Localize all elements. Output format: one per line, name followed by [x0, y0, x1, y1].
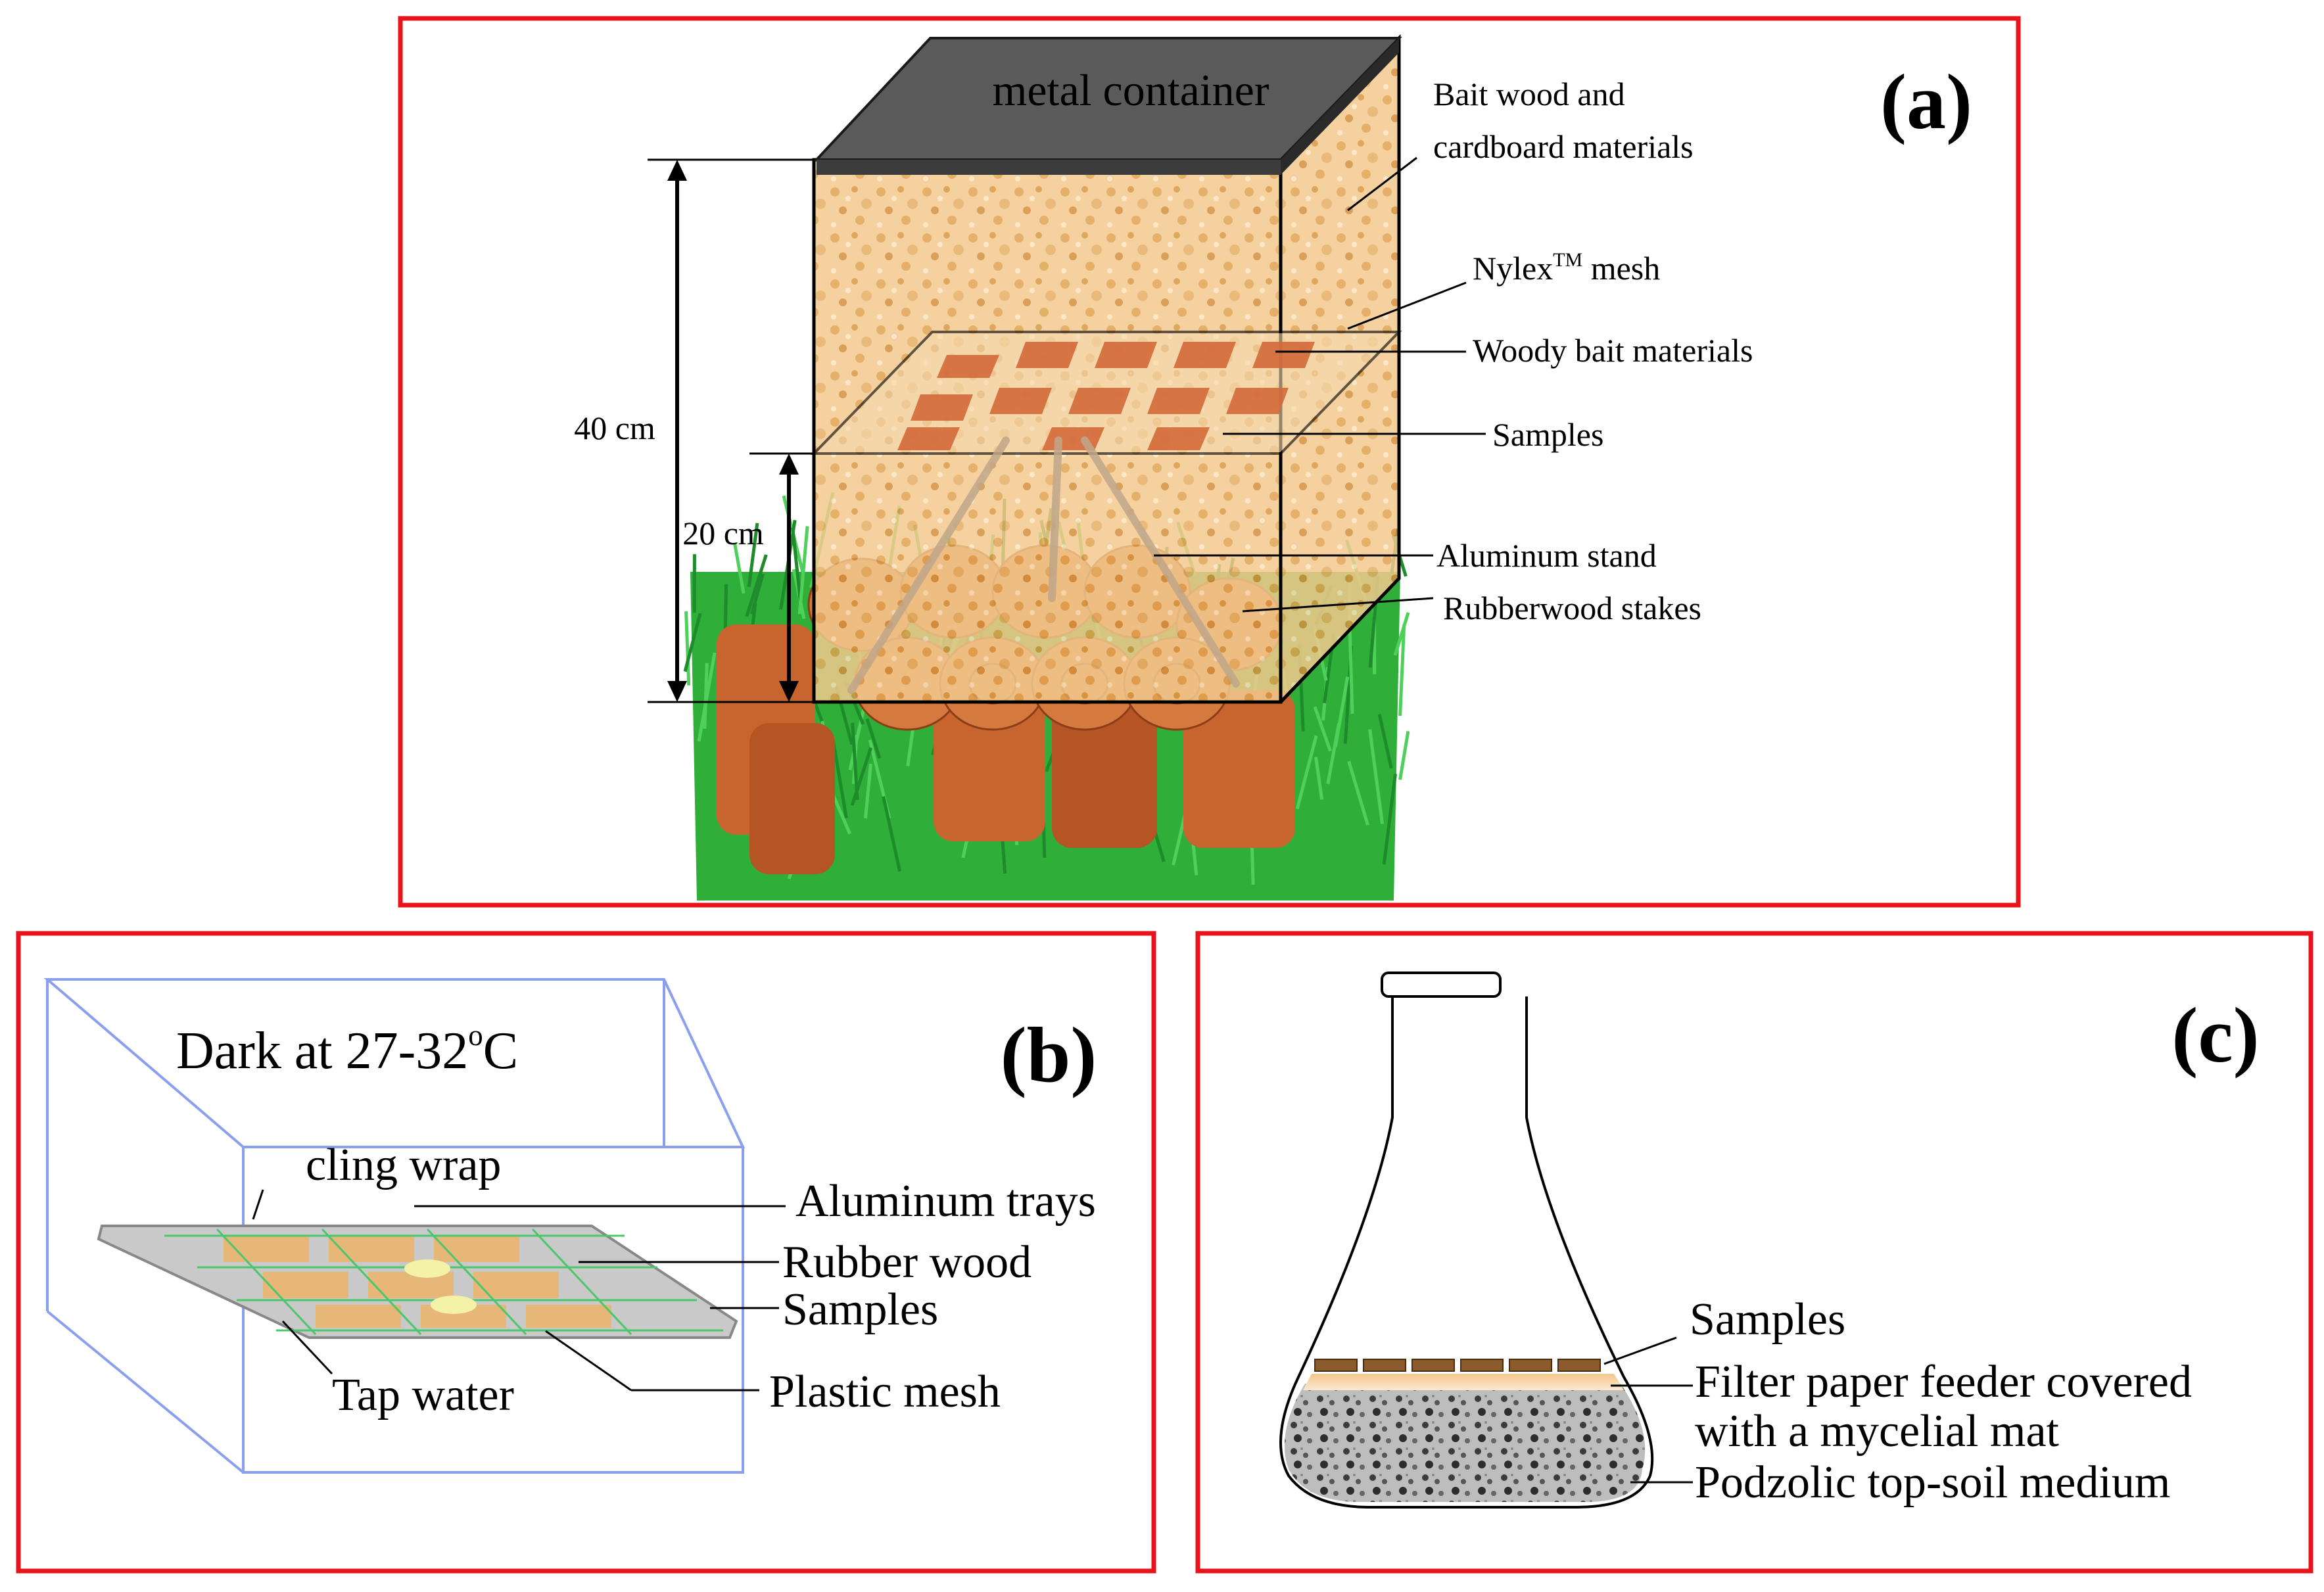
filter-paper-feeder [1303, 1374, 1624, 1390]
label-feeder-line1: Filter paper feeder covered [1695, 1357, 2192, 1407]
label-tap-water: Tap water [332, 1370, 514, 1420]
woody-bait-blocks [897, 342, 1315, 450]
aluminum-stand [847, 436, 1240, 694]
label-samples-a: Samples [1492, 416, 1603, 453]
panel-b-frame [16, 931, 1156, 1574]
podzolic-soil [1284, 1384, 1646, 1502]
label-feeder-line2: with a mycelial mat [1695, 1406, 2060, 1457]
panel-a: metal container [398, 16, 2021, 908]
condition-label: Dark at 27-32oC [176, 1019, 518, 1080]
metal-container-label: metal container [992, 65, 1269, 115]
label-soil-medium: Podzolic top-soil medium [1695, 1457, 2170, 1508]
label-nylex-mesh: NylexTM mesh [1473, 249, 1660, 287]
label-rubber-wood: Rubber wood [782, 1237, 1032, 1288]
label-cling-wrap: cling wrap [306, 1140, 501, 1190]
incubator-box [43, 978, 746, 1474]
panel-b-leader-lines [252, 1189, 786, 1392]
label-woody-bait: Woody bait materials [1473, 332, 1753, 369]
label-aluminum-stand: Aluminum stand [1436, 537, 1657, 574]
height-40cm-label: 40 cm [574, 410, 655, 446]
panel-b: Dark at 27-32oC [16, 931, 1156, 1574]
panel-a-leader-lines [1154, 156, 1486, 613]
label-bait-wood-line2: cardboard materials [1433, 128, 1694, 165]
panel-b-tag: (b) [1001, 1011, 1097, 1098]
label-samples-c: Samples [1690, 1294, 1845, 1345]
panel-c-tag: (c) [2171, 991, 2259, 1079]
label-bait-wood-line1: Bait wood and [1433, 76, 1625, 112]
nylex-mesh-platform [811, 331, 1402, 455]
panel-c: Samples Filter paper feeder covered with… [1195, 931, 2313, 1574]
aluminum-tray [97, 1225, 738, 1339]
panel-c-leader-lines [1603, 1336, 1693, 1484]
height-20cm-label: 20 cm [682, 515, 764, 551]
erlenmeyer-flask [1279, 972, 1654, 1509]
rubber-wood-blocks [224, 1236, 611, 1328]
label-plastic-mesh: Plastic mesh [769, 1367, 1001, 1417]
panel-c-frame [1195, 931, 2313, 1574]
panel-a-tag: (a) [1880, 58, 1972, 145]
metal-container-lid: metal container [813, 37, 1402, 175]
label-rubberwood-stakes: Rubberwood stakes [1443, 590, 1701, 626]
label-aluminum-trays: Aluminum trays [795, 1176, 1096, 1227]
dimension-arrows [648, 158, 814, 703]
label-samples-b: Samples [782, 1284, 938, 1335]
panel-a-frame [398, 16, 2021, 908]
samples-c [1314, 1359, 1601, 1372]
